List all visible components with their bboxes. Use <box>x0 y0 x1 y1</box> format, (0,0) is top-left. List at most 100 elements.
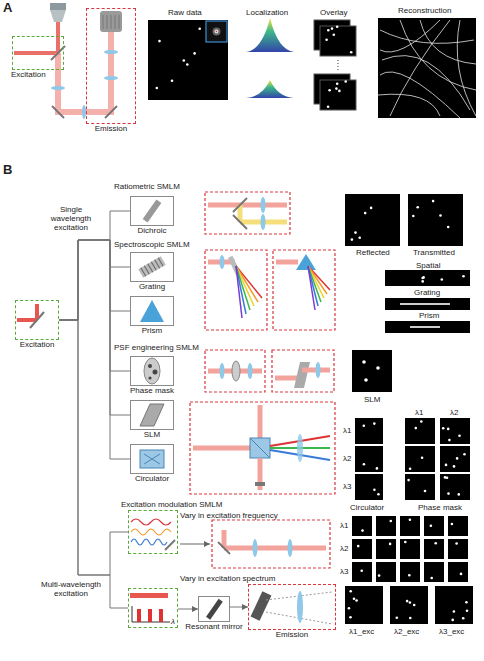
ratiometric-optics <box>205 192 463 246</box>
modulation-optics-part <box>357 545 360 548</box>
excitation-icon-part <box>17 318 37 322</box>
component-box: Phase mask <box>130 356 174 386</box>
grating-icon <box>138 256 166 278</box>
overlay-stack-part <box>320 26 356 56</box>
ratiometric-optics-part <box>408 194 463 246</box>
node-text: Emission <box>276 630 308 639</box>
frequency-icon-part <box>131 529 171 535</box>
spectroscopic-optics-part <box>276 260 298 265</box>
spectroscopic-optics-part <box>400 303 450 305</box>
psf-optics-part <box>250 438 270 458</box>
slm-icon <box>140 404 164 426</box>
modulation-optics-part <box>180 544 210 545</box>
excitation-icon-part <box>35 304 39 318</box>
microscope-path-part <box>14 22 58 53</box>
text-label: SLM <box>364 395 380 404</box>
overlay-stack-part <box>335 87 338 90</box>
phase-mask-icon-part <box>153 370 158 375</box>
phase-mask-icon-part <box>148 376 151 379</box>
spectroscopic-optics-part <box>296 254 316 270</box>
psf-optics-part <box>248 363 253 379</box>
modulation-optics-part <box>288 539 293 557</box>
text-label: Multi-wavelength excitation <box>40 580 102 598</box>
raw-data-image-part <box>198 27 201 30</box>
reconstruction-image-part-part <box>382 56 470 110</box>
emission-optics-part <box>349 590 352 593</box>
psf-optics-part <box>458 493 461 496</box>
ratiometric-optics-part <box>439 214 442 217</box>
psf-optics-part <box>458 434 461 437</box>
psf-optics-part <box>447 428 450 431</box>
microscope-path-part <box>51 46 65 60</box>
raw-data-image-part <box>215 30 219 34</box>
psf-optics-part <box>355 474 383 500</box>
raw-data-image-part <box>156 87 159 90</box>
modulation-optics-part <box>424 516 444 536</box>
modulation-optics-part <box>352 562 372 582</box>
modulation-optics-part <box>460 573 463 576</box>
modulation-optics-part <box>434 542 437 545</box>
spectroscopic-optics-part-part <box>236 266 242 318</box>
ratiometric-optics-part <box>208 203 287 208</box>
spectroscopic-optics-part <box>422 276 425 279</box>
psf-optics-part <box>355 446 383 472</box>
spectroscopic-optics-part <box>273 250 335 330</box>
microscope-path-part <box>52 106 64 118</box>
reconstruction-image-part-part <box>378 94 440 116</box>
panel-letter: B <box>3 163 12 178</box>
grating-icon-part <box>144 266 149 275</box>
phase-mask-icon-part <box>148 364 152 368</box>
raw-data-image-part <box>158 40 161 43</box>
excitation-box: Excitation <box>12 36 64 70</box>
psf-optics-part <box>424 490 427 493</box>
spectroscopic-optics-part <box>385 270 470 286</box>
psf-optics-part <box>421 457 424 460</box>
psf-optics-part <box>373 489 376 492</box>
microscope-path-part <box>58 32 111 112</box>
emission-optics-part <box>251 591 272 621</box>
text-label: Reflected <box>356 248 390 257</box>
emission-optics-part <box>297 591 303 623</box>
spectrum-icon <box>130 593 170 622</box>
reconstruction-image-part-part <box>420 20 476 64</box>
psf-optics-part <box>363 424 366 427</box>
psf-optics-part <box>352 350 392 392</box>
overlay-stack-part <box>328 89 331 92</box>
reconstruction-image <box>378 18 476 118</box>
raw-data-image-part <box>148 20 228 100</box>
ratiometric-optics-part <box>261 214 266 230</box>
text-label: Overlay <box>320 8 348 17</box>
ratiometric-optics-part <box>412 215 415 218</box>
emission-optics-part <box>390 586 428 624</box>
ratiometric-optics-part <box>205 192 290 234</box>
ratiometric-optics-part <box>447 226 450 229</box>
emission-optics-part <box>353 597 356 600</box>
psf-optics-part <box>362 360 366 364</box>
modulation-optics-part <box>404 541 407 544</box>
wavelength-label: λ3 <box>343 482 351 491</box>
overlay-stack-part <box>325 38 328 41</box>
text-label: Prism <box>419 311 439 320</box>
psf-optics-part <box>190 402 335 494</box>
modulation-optics-part <box>430 577 433 580</box>
circulator-icon-part <box>144 454 160 464</box>
dichroic-icon <box>143 199 162 222</box>
modulation-optics-part <box>409 518 412 521</box>
microscope-path-part <box>119 15 120 29</box>
psf-optics-part <box>255 482 265 486</box>
psf-optics-part <box>409 468 412 471</box>
text-label: Ratiometric SMLM <box>114 182 180 191</box>
modulation-optics-part <box>448 516 468 536</box>
psf-optics-part <box>316 362 321 378</box>
psf-optics-part <box>440 474 470 500</box>
emission-box: Emission <box>86 8 136 124</box>
spectroscopic-optics-part <box>410 326 440 328</box>
grating-icon-part <box>148 264 153 273</box>
overlay-stack-part <box>333 33 336 36</box>
edge-label: Vary in excitation spectrum <box>180 574 275 583</box>
excitation-icon <box>17 304 44 328</box>
node-text: Excitation <box>20 340 55 349</box>
modulation-optics-part <box>448 539 468 559</box>
psf-optics-part <box>376 366 380 370</box>
spectrum-icon-part <box>132 606 133 622</box>
